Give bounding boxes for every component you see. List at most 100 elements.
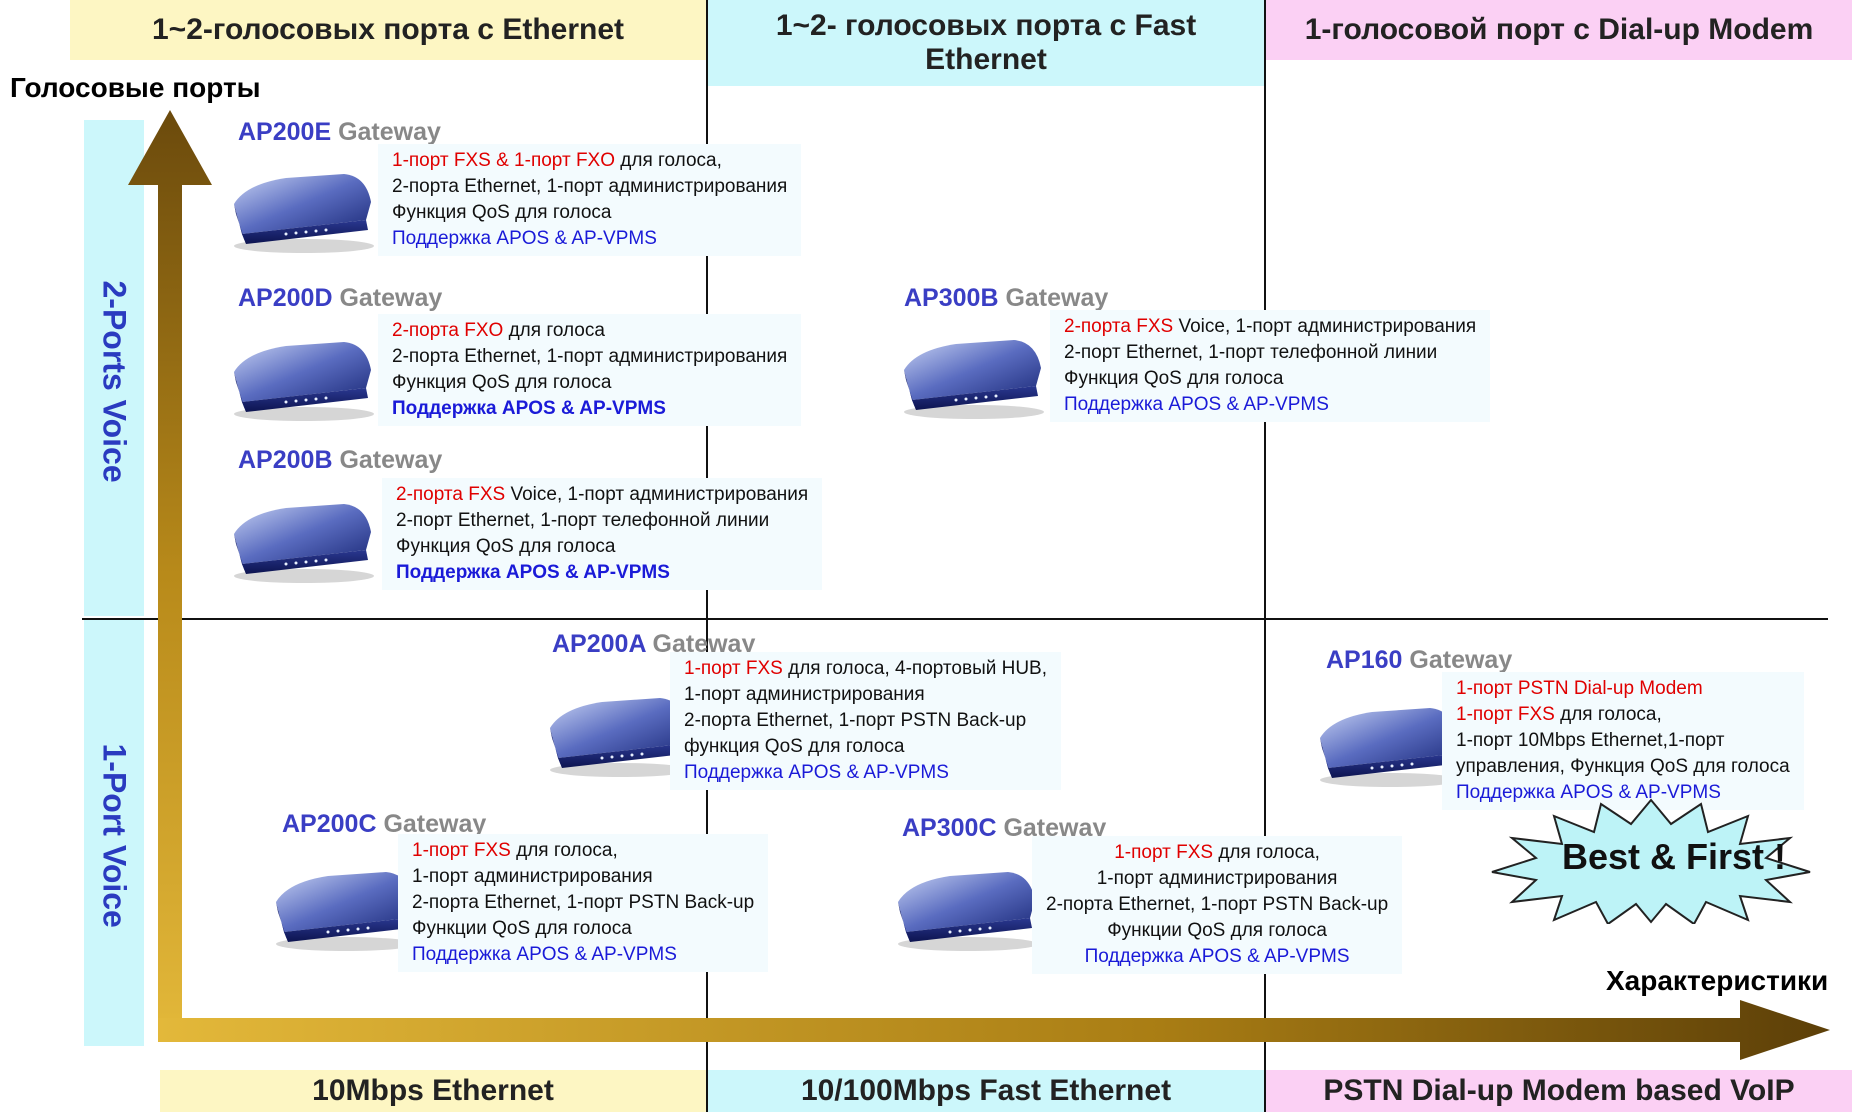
desc-line: 1-порт FXS & 1-порт FXO для голоса,	[392, 148, 787, 174]
desc-line: 2-порта Ethernet, 1-порт администрирован…	[392, 174, 787, 200]
gateway-model: AP200A	[552, 630, 646, 658]
router-icon	[226, 332, 376, 422]
desc-segment: Поддержка APOS & AP-VPMS	[392, 398, 666, 419]
gateway-model: AP200C	[282, 810, 377, 838]
y-axis-arrow	[128, 110, 212, 1040]
desc-line: 1-порт FXS для голоса,	[1456, 702, 1790, 728]
desc-line: 2-порта Ethernet, 1-порт PSTN Back-up	[1046, 892, 1388, 918]
desc-segment: управления, Функция QoS для голоса	[1456, 756, 1790, 777]
desc-segment: Voice, 1-порт администрирования	[1173, 316, 1477, 337]
router-icon	[226, 164, 376, 254]
top-band-ethernet: 1~2-голосовых порта с Ethernet	[70, 0, 706, 60]
desc-line: Поддержка APOS & AP-VPMS	[1046, 944, 1388, 970]
gateway-suffix: Gateway	[1409, 646, 1513, 674]
best-first-label: Best & First !	[1562, 836, 1787, 877]
gateway-title-ap300b: AP300B Gateway	[904, 284, 1108, 313]
desc-segment: 1-порт администрирования	[1096, 868, 1338, 889]
desc-line: 2-порта FXS Voice, 1-порт администрирова…	[396, 482, 808, 508]
desc-segment: функция QoS для голоса	[684, 736, 905, 757]
gateway-title-ap200e: AP200E Gateway	[238, 118, 441, 147]
desc-segment: 2-порта Ethernet, 1-порт PSTN Back-up	[1046, 894, 1389, 915]
divider-column-2	[1264, 0, 1266, 1112]
y-axis-title: Голосовые порты	[10, 72, 261, 103]
gateway-desc-ap300c: 1-порт FXS для голоса,1-порт администрир…	[1032, 836, 1403, 974]
desc-line: 1-порт PSTN Dial-up Modem	[1456, 676, 1790, 702]
desc-segment: Функция QoS для голоса	[392, 372, 612, 393]
desc-line: 1-порт FXS для голоса,	[1046, 840, 1388, 866]
desc-line: Функция QoS для голоса	[392, 370, 787, 396]
desc-line: 1-порт FXS для голоса,	[412, 838, 754, 864]
gateway-model: AP200D	[238, 284, 333, 312]
desc-line: Функции QoS для голоса	[1046, 918, 1388, 944]
desc-segment: 2-порта Ethernet, 1-порт PSTN Back-up	[412, 892, 755, 913]
row-strip-2-ports	[84, 120, 144, 616]
x-axis-arrow	[158, 1000, 1830, 1060]
desc-line: управления, Функция QoS для голоса	[1456, 754, 1790, 780]
top-band-fast-ethernet: 1~2- голосовых порта с Fast Ethernet	[708, 0, 1264, 86]
desc-segment: для голоса,	[1213, 842, 1320, 863]
router-icon	[896, 330, 1046, 420]
desc-line: 2-порт Ethernet, 1-порт телефонной линии	[1064, 340, 1476, 366]
gateway-desc-ap200e: 1-порт FXS & 1-порт FXO для голоса,2-пор…	[378, 144, 802, 256]
desc-line: 1-порт администрирования	[684, 682, 1047, 708]
desc-line: Поддержка APOS & AP-VPMS	[684, 760, 1047, 786]
desc-segment: 2-порта Ethernet, 1-порт администрирован…	[392, 346, 788, 367]
desc-line: Поддержка APOS & AP-VPMS	[392, 226, 787, 252]
desc-segment: Поддержка APOS & AP-VPMS	[1084, 946, 1350, 967]
gateway-title-ap200c: AP200C Gateway	[282, 810, 486, 839]
gateway-desc-ap200c: 1-порт FXS для голоса,1-порт администрир…	[398, 834, 769, 972]
desc-segment: Функции QoS для голоса	[412, 918, 632, 939]
starburst-badge	[1491, 798, 1811, 924]
desc-segment: 1-порт FXS	[684, 658, 783, 679]
desc-line: Поддержка APOS & AP-VPMS	[1064, 392, 1476, 418]
gateway-title-ap160: AP160 Gateway	[1326, 646, 1512, 675]
gateway-suffix: Gateway	[383, 810, 487, 838]
desc-line: 1-порт 10Mbps Ethernet,1-порт	[1456, 728, 1790, 754]
desc-segment: для голоса,	[1554, 704, 1662, 725]
gateway-model: AP300C	[902, 814, 997, 842]
divider-row	[82, 618, 1828, 620]
desc-segment: Поддержка APOS & AP-VPMS	[412, 944, 677, 965]
x-axis-title: Характеристики	[1606, 965, 1829, 996]
desc-line: 1-порт администрирования	[412, 864, 754, 890]
top-band-dialup: 1-голосовой порт с Dial-up Modem	[1266, 0, 1852, 60]
gateway-model: AP200E	[238, 118, 332, 146]
desc-line: Поддержка APOS & AP-VPMS	[412, 942, 754, 968]
desc-segment: для голоса,	[615, 150, 722, 171]
desc-line: функция QoS для голоса	[684, 734, 1047, 760]
desc-segment: 2-порт Ethernet, 1-порт телефонной линии	[396, 510, 770, 531]
desc-line: 2-порта Ethernet, 1-порт PSTN Back-up	[412, 890, 754, 916]
gateway-suffix: Gateway	[339, 446, 443, 474]
gateway-suffix: Gateway	[1005, 284, 1109, 312]
bottom-band-dialup: PSTN Dial-up Modem based VoIP	[1266, 1070, 1852, 1112]
desc-line: Поддержка APOS & AP-VPMS	[392, 396, 787, 422]
desc-segment: Функция QoS для голоса	[392, 202, 612, 223]
gateway-model: AP160	[1326, 646, 1403, 674]
bottom-band-fast-ethernet: 10/100Mbps Fast Ethernet	[708, 1070, 1264, 1112]
desc-line: 2-порта FXS Voice, 1-порт администрирова…	[1064, 314, 1476, 340]
gateway-desc-ap200a: 1-порт FXS для голоса, 4-портовый HUB,1-…	[670, 652, 1062, 790]
desc-segment: Поддержка APOS & AP-VPMS	[684, 762, 949, 783]
router-icon	[1312, 698, 1462, 788]
desc-segment: для голоса	[503, 320, 605, 341]
desc-segment: Поддержка APOS & AP-VPMS	[392, 228, 657, 249]
starburst-shape	[1491, 798, 1811, 924]
row-strip-1-port	[84, 620, 144, 1046]
bottom-band-ethernet: 10Mbps Ethernet	[160, 1070, 706, 1112]
router-icon	[890, 862, 1040, 952]
gateway-desc-ap300b: 2-порта FXS Voice, 1-порт администрирова…	[1050, 310, 1491, 422]
desc-segment: 1-порт FXS & 1-порт FXO	[392, 150, 615, 171]
desc-segment: для голоса,	[510, 840, 618, 861]
desc-segment: 2-порта FXO	[392, 320, 504, 341]
desc-line: 2-порта FXO для голоса	[392, 318, 787, 344]
desc-line: Поддержка APOS & AP-VPMS	[396, 560, 808, 586]
gateway-title-ap200a: AP200A Gateway	[552, 630, 755, 659]
desc-segment: 1-порт 10Mbps Ethernet,1-порт	[1456, 730, 1725, 751]
desc-segment: 1-порт администрирования	[684, 684, 925, 705]
desc-segment: 1-порт FXS	[1456, 704, 1555, 725]
desc-line: Функции QoS для голоса	[412, 916, 754, 942]
desc-segment: 1-порт FXS	[1114, 842, 1214, 863]
desc-segment: Поддержка APOS & AP-VPMS	[396, 562, 670, 583]
desc-line: 2-порта Ethernet, 1-порт PSTN Back-up	[684, 708, 1047, 734]
